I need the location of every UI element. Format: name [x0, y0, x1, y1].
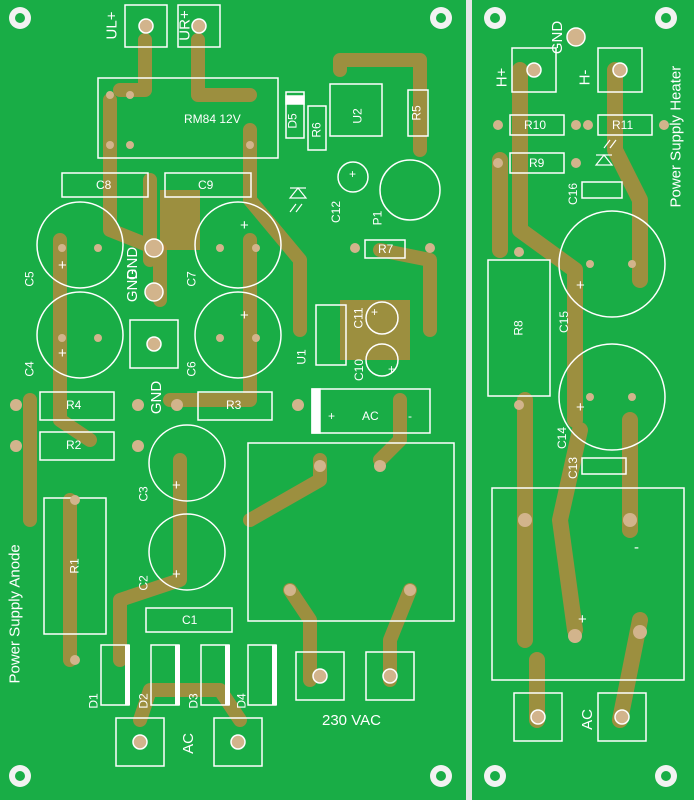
rect-minus: - — [634, 539, 639, 556]
c8-label: C8 — [96, 178, 112, 192]
r6-label: R6 — [309, 122, 324, 138]
c10-plus: + — [388, 362, 396, 376]
hminus-label: H- — [576, 69, 594, 86]
r9-label: R9 — [529, 156, 545, 170]
d5-label: D5 — [285, 113, 300, 129]
bridge-plus: + — [328, 409, 336, 423]
r3-label: R3 — [226, 398, 242, 412]
hplus-label: H+ — [493, 67, 511, 88]
c14-plus: + — [576, 399, 585, 416]
d1-label: D1 — [86, 693, 101, 709]
c2-label: C2 — [136, 575, 151, 591]
c13-label: C13 — [566, 456, 581, 480]
r8-label: R8 — [511, 320, 526, 336]
d3-label: D3 — [186, 693, 201, 709]
terminal-label-ul: UL+ — [103, 11, 121, 40]
ac-label-right: AC — [578, 709, 596, 730]
terminal-label-ur: UR+ — [176, 10, 194, 41]
ac-label-left: AC — [179, 733, 197, 754]
c14-label: C14 — [555, 426, 570, 450]
c15-plus: + — [576, 277, 585, 294]
gnd-label-right: GND — [549, 20, 567, 55]
u2-label: U2 — [350, 108, 365, 124]
c12-label: C12 — [329, 200, 344, 224]
c7-plus: + — [240, 217, 249, 234]
c2-plus: + — [172, 566, 181, 583]
c10-label: C10 — [352, 358, 367, 382]
c12-plus: + — [349, 167, 357, 181]
c9-label: C9 — [198, 178, 214, 192]
c1-label: C1 — [182, 613, 198, 627]
c4-label: C4 — [22, 361, 37, 377]
c4-plus: + — [58, 345, 67, 362]
r1-label: R1 — [67, 558, 82, 574]
r2-label: R2 — [66, 438, 82, 452]
r5-label: R5 — [409, 105, 424, 121]
c6-plus: + — [240, 307, 249, 324]
bridge-minus: - — [408, 409, 412, 423]
gnd-label-2: GND — [124, 268, 142, 303]
c16-label: C16 — [566, 182, 581, 206]
c11-label: C11 — [351, 307, 366, 329]
heater-title: Power Supply Heater — [667, 65, 685, 208]
c3-label: C3 — [136, 486, 151, 502]
r4-label: R4 — [66, 398, 82, 412]
r11-label: R11 — [612, 118, 634, 132]
mounting-holes — [9, 7, 677, 787]
c15-label: C15 — [557, 310, 572, 334]
bridge-ac: AC — [362, 409, 379, 423]
rect-plus: + — [578, 611, 587, 628]
d4-label: D4 — [234, 693, 249, 709]
relay-label: RM84 12V — [184, 112, 241, 126]
d2-label: D2 — [136, 693, 151, 709]
r7-label: R7 — [378, 242, 394, 256]
u1-label: U1 — [294, 349, 309, 365]
c5-label: C5 — [22, 271, 37, 287]
c6-label: C6 — [184, 361, 199, 377]
c5-plus: + — [58, 257, 67, 274]
r10-label: R10 — [524, 118, 547, 132]
c11-plus: + — [371, 305, 379, 319]
mains-label: 230 VAC — [322, 712, 381, 729]
anode-title: Power Supply Anode — [6, 544, 24, 684]
c3-plus: + — [172, 477, 181, 494]
gnd-label-3: GND — [148, 380, 166, 415]
c7-label: C7 — [184, 271, 199, 287]
p1-label: P1 — [370, 210, 385, 226]
